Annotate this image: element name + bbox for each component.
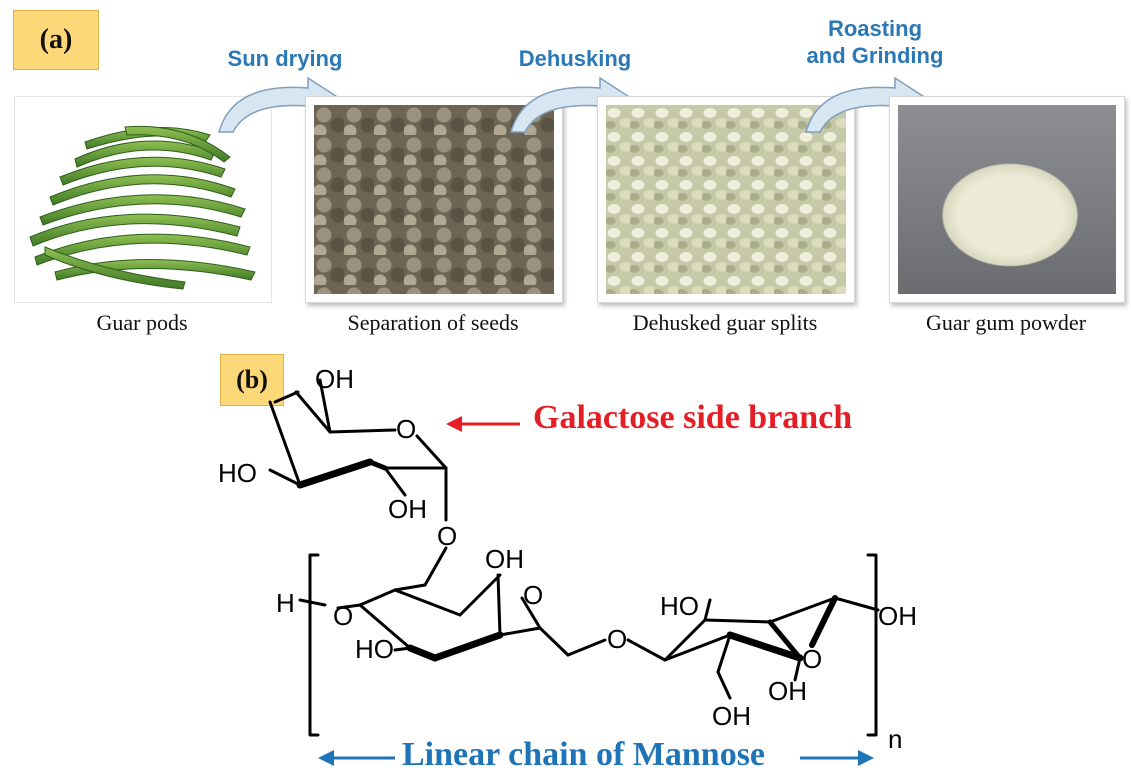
seeds-image-frame <box>305 96 563 303</box>
atom-ho-mannose2: HO <box>660 591 699 621</box>
atom-o-mannose1-ring: O <box>523 580 543 610</box>
atom-o-left: O <box>333 601 353 631</box>
atom-ho-galactose: HO <box>218 458 257 488</box>
atom-ho-mannose1: HO <box>355 634 394 664</box>
panel-b-label: (b) <box>220 354 284 406</box>
powder-image <box>898 105 1116 294</box>
seeds-image <box>314 105 554 294</box>
repeat-subscript-n: n <box>888 724 902 754</box>
atom-oh-right: OH <box>878 601 917 631</box>
linear-chain-mannose-label: Linear chain of Mannose <box>402 736 766 773</box>
atom-oh-top: OH <box>315 364 354 394</box>
atom-o-glycosidic-1: O <box>437 521 457 551</box>
caption-dehusked-guar-splits: Dehusked guar splits <box>632 310 818 335</box>
caption-separation-of-seeds: Separation of seeds <box>347 310 519 335</box>
guar-gum-structure: OH O HO OH O OH O H O HO O HO OH O OH OH… <box>218 364 917 766</box>
step-label-dehusking: Dehusking <box>518 46 632 71</box>
guar-pods-illustration <box>29 125 256 290</box>
atom-oh-galactose-bottom: OH <box>388 494 427 524</box>
panel-a-label: (a) <box>13 10 99 70</box>
caption-guar-pods: Guar pods <box>96 310 188 335</box>
caption-guar-gum-powder: Guar gum powder <box>925 310 1087 335</box>
atom-oh-mannose1-top: OH <box>485 544 524 574</box>
step-label-roasting-line2: and Grinding <box>806 43 944 68</box>
step-label-roasting-line1: Roasting <box>827 16 923 41</box>
atom-oh-mannose2-bottom: OH <box>768 676 807 706</box>
galactose-arrow-icon <box>446 416 520 432</box>
atom-o-mannose2-ring: O <box>802 644 822 674</box>
mannose-double-arrow-icon <box>318 750 874 766</box>
splits-image <box>606 105 846 294</box>
powder-image-frame <box>889 96 1125 303</box>
galactose-side-branch-label: Galactose side branch <box>533 399 853 436</box>
atom-o-galactose-ring: O <box>396 414 416 444</box>
atom-o-glycosidic-2: O <box>607 624 627 654</box>
atom-oh-ch2-bottom: OH <box>712 701 751 731</box>
atom-h-left: H <box>276 588 295 618</box>
step-label-sun-drying: Sun drying <box>227 46 343 71</box>
